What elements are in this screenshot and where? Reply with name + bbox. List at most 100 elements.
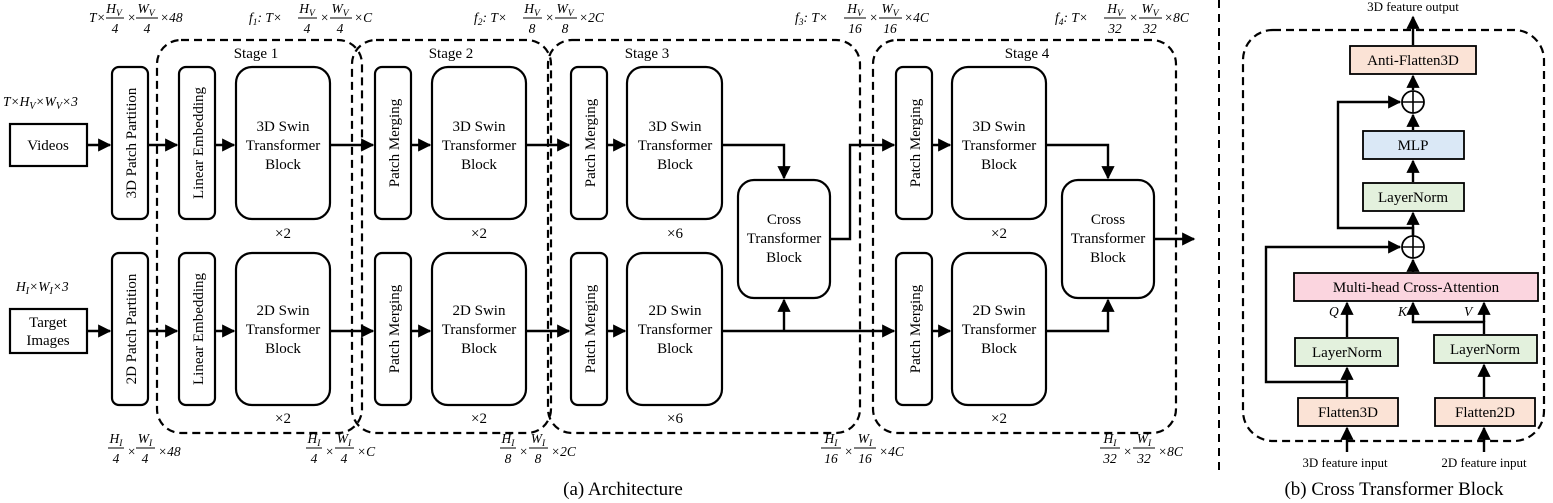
svg-text:×: × bbox=[325, 444, 334, 459]
svg-text:4: 4 bbox=[341, 451, 348, 466]
svg-text:×: × bbox=[869, 10, 878, 25]
f3-dims: f3: T× HV 16 × WV 16 ×4C bbox=[795, 1, 930, 36]
cross-label-2: Transformer bbox=[1071, 231, 1145, 247]
svg-text:f1: T×: f1: T× bbox=[249, 10, 282, 28]
videos-input-label: Videos bbox=[27, 138, 69, 154]
cross-label-1: Cross bbox=[767, 212, 801, 228]
swin3d-block-s1 bbox=[234, 65, 332, 221]
swin3d-label-1: 3D Swin bbox=[973, 119, 1026, 135]
svg-text:×8C: ×8C bbox=[1158, 444, 1184, 459]
q-label: Q bbox=[1329, 304, 1339, 319]
svg-text:4: 4 bbox=[113, 451, 120, 466]
residual-arrow bbox=[1264, 240, 1402, 384]
svg-text:×: × bbox=[844, 444, 853, 459]
patch-merging-s4-video bbox=[894, 65, 934, 221]
stage3-container bbox=[546, 38, 862, 435]
2d-patch-partition-box bbox=[110, 251, 150, 407]
svg-text:T×: T× bbox=[89, 10, 106, 25]
svg-text:×48: ×48 bbox=[158, 444, 181, 459]
2d-patch-partition-label: 2D Patch Partition bbox=[124, 273, 140, 384]
swin3d-label-3: Block bbox=[657, 157, 693, 173]
swin2d-label-3: Block bbox=[265, 341, 301, 357]
svg-text:×2C: ×2C bbox=[551, 444, 577, 459]
repeat-s2-top: ×2 bbox=[471, 226, 487, 242]
ctb-container bbox=[1241, 28, 1546, 443]
swin2d-label-2: Transformer bbox=[962, 322, 1036, 338]
svg-text:32: 32 bbox=[1107, 21, 1122, 36]
svg-text:WV: WV bbox=[331, 1, 349, 19]
swin2d-label-2: Transformer bbox=[246, 322, 320, 338]
patch-merging-s2-image bbox=[373, 251, 413, 407]
swin2d-label-1: 2D Swin bbox=[257, 303, 310, 319]
swin2d-label-1: 2D Swin bbox=[649, 303, 702, 319]
svg-text:×: × bbox=[127, 444, 136, 459]
svg-text:HI: HI bbox=[307, 431, 322, 449]
swin2d-block-s1 bbox=[234, 251, 332, 407]
svg-text:HI: HI bbox=[1103, 431, 1118, 449]
swin3d-label-3: Block bbox=[265, 157, 301, 173]
cross-label-3: Block bbox=[766, 250, 802, 266]
swin2d-block-s3 bbox=[625, 251, 724, 407]
patch-merging-label: Patch Merging bbox=[583, 98, 599, 187]
svg-text:HV: HV bbox=[846, 1, 864, 19]
swin2d-label-3: Block bbox=[461, 341, 497, 357]
f1-dims: f1: T× HV 4 × WV 4 ×C bbox=[249, 1, 373, 36]
svg-text:×: × bbox=[127, 10, 136, 25]
svg-text:8: 8 bbox=[535, 451, 542, 466]
mlp-box bbox=[1362, 130, 1465, 160]
patch-merging-label: Patch Merging bbox=[583, 284, 599, 373]
stage3-label: Stage 3 bbox=[625, 46, 670, 62]
svg-text:×: × bbox=[545, 10, 554, 25]
svg-text:WV: WV bbox=[137, 1, 155, 19]
layernorm-label: LayerNorm bbox=[1378, 190, 1448, 206]
arrow bbox=[1046, 143, 1115, 180]
swin3d-label-1: 3D Swin bbox=[649, 119, 702, 135]
stage1-container bbox=[155, 38, 364, 435]
linear-embedding-image-box bbox=[177, 251, 217, 407]
image-s1-dims: HI 4 × WI 4 ×C bbox=[306, 431, 376, 466]
svg-text:4: 4 bbox=[144, 21, 151, 36]
swin2d-block-s2 bbox=[430, 251, 528, 407]
patch-merging-s2-video bbox=[373, 65, 413, 221]
video-partition-dims: T× HV 4 × WV 4 ×48 bbox=[89, 1, 183, 36]
patch-merging-s3-video bbox=[569, 65, 609, 221]
repeat-s1-top: ×2 bbox=[275, 226, 291, 242]
swin3d-label-3: Block bbox=[461, 157, 497, 173]
swin3d-block-s4 bbox=[950, 65, 1048, 221]
svg-text:HV: HV bbox=[298, 1, 316, 19]
swin3d-label-2: Transformer bbox=[638, 138, 712, 154]
linear-embedding-image-label: Linear Embedding bbox=[191, 272, 207, 385]
svg-text:4: 4 bbox=[112, 21, 119, 36]
residual-arrow bbox=[1336, 95, 1415, 236]
swin3d-label-2: Transformer bbox=[246, 138, 320, 154]
f2-dims: f2: T× HV 8 × WV 8 ×2C bbox=[474, 1, 605, 36]
swin2d-label-3: Block bbox=[981, 341, 1017, 357]
layernorm-box-kv bbox=[1433, 334, 1538, 364]
svg-text:×48: ×48 bbox=[160, 10, 183, 25]
input-2d-label: 2D feature input bbox=[1441, 455, 1527, 470]
target-images-label-2: Images bbox=[26, 333, 69, 349]
svg-text:16: 16 bbox=[858, 451, 872, 466]
svg-text:WV: WV bbox=[1141, 1, 1159, 19]
repeat-s2-bot: ×2 bbox=[471, 411, 487, 427]
svg-text:HV: HV bbox=[523, 1, 541, 19]
cross-label-1: Cross bbox=[1091, 212, 1125, 228]
svg-text:HV: HV bbox=[105, 1, 123, 19]
svg-text:f4: T×: f4: T× bbox=[1055, 10, 1088, 28]
linear-embedding-video-box bbox=[177, 65, 217, 221]
image-partition-dims: HI 4 × WI 4 ×48 bbox=[108, 431, 181, 466]
flatten3d-box bbox=[1297, 397, 1399, 427]
svg-text:×C: ×C bbox=[354, 10, 373, 25]
patch-merging-s3-image bbox=[569, 251, 609, 407]
svg-text:×: × bbox=[519, 444, 528, 459]
swin2d-label-1: 2D Swin bbox=[453, 303, 506, 319]
arrow bbox=[1406, 301, 1486, 334]
stage4-label: Stage 4 bbox=[1005, 46, 1050, 62]
caption-cross-transformer-block: (b) Cross Transformer Block bbox=[1284, 479, 1504, 500]
swin3d-label-1: 3D Swin bbox=[453, 119, 506, 135]
videos-input-box bbox=[8, 122, 89, 168]
target-images-label-1: Target bbox=[29, 315, 68, 331]
swin3d-block-s3 bbox=[625, 65, 724, 221]
input-3d-label: 3D feature input bbox=[1302, 455, 1388, 470]
svg-text:f2: T×: f2: T× bbox=[474, 10, 507, 28]
